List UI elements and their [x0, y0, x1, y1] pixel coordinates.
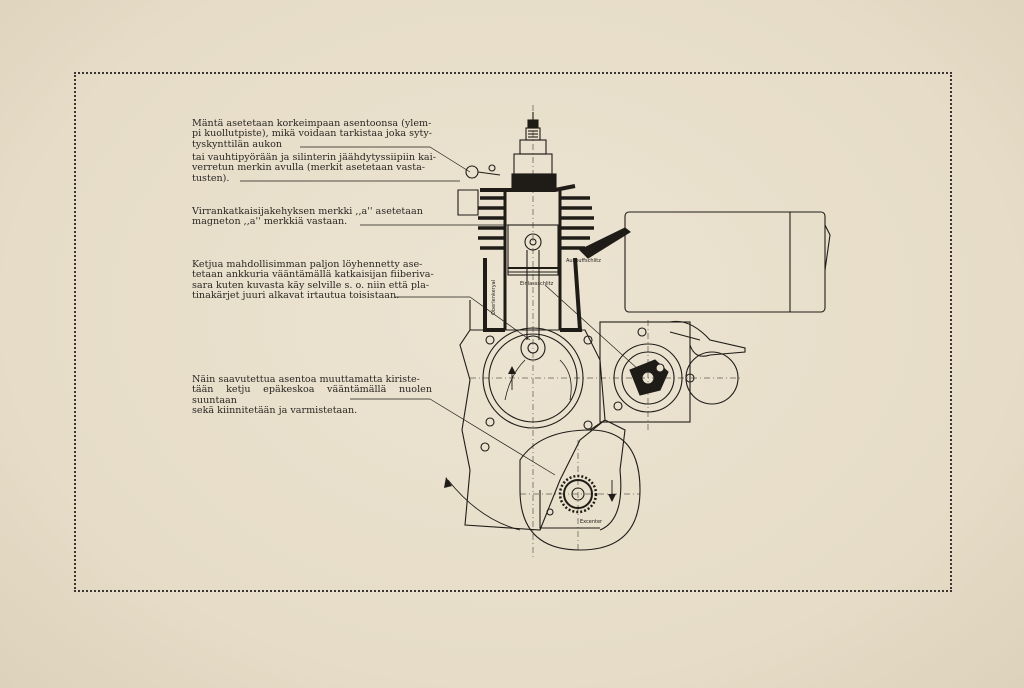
- caption-piston-top-dead-center: Mäntä asetetaan korkeimpaan asentoonsa (…: [192, 118, 434, 150]
- caption-flywheel-marks: tai vauhtipyörään ja silinterin jäähdyty…: [192, 152, 438, 184]
- label-exhaust-port: Auspuffschlitz: [566, 258, 601, 264]
- caption-text: Mäntä asetetaan korkeimpaan asentoonsa (…: [192, 118, 433, 150]
- caption-text: Näin saavutettua asentoa muuttamatta kir…: [192, 374, 432, 417]
- caption-text: tai vauhtipyörään ja silinterin jäähdyty…: [192, 152, 436, 184]
- cylinder-head: [457, 173, 594, 250]
- leader-lines: [240, 146, 651, 476]
- caption-text: Ketjua mahdollisimman paljon löyhennetty…: [192, 259, 434, 302]
- magneto: [599, 320, 746, 423]
- compression-valve: [465, 164, 501, 179]
- center-lines: [470, 105, 740, 560]
- caption-chain-loosened: Ketjua mahdollisimman paljon löyhennetty…: [192, 259, 462, 302]
- label-eccentric: Excenter: [580, 519, 603, 525]
- exhaust-pipe: [579, 211, 831, 313]
- caption-tighten-chain: Näin saavutettua asentoa muuttamatta kir…: [192, 374, 432, 417]
- eccentric-chain: [444, 366, 641, 551]
- caption-breaker-frame-mark: Virrankatkaisijakehyksen merkki ,,a'' as…: [192, 206, 462, 228]
- dotted-frame: [74, 72, 952, 592]
- caption-text: Virrankatkaisijakehyksen merkki ,,a'' as…: [192, 206, 423, 228]
- label-inlet-port: Einlassschlitz: [520, 281, 554, 287]
- label-cylinder-side: Oberlenkeryal: [491, 280, 497, 315]
